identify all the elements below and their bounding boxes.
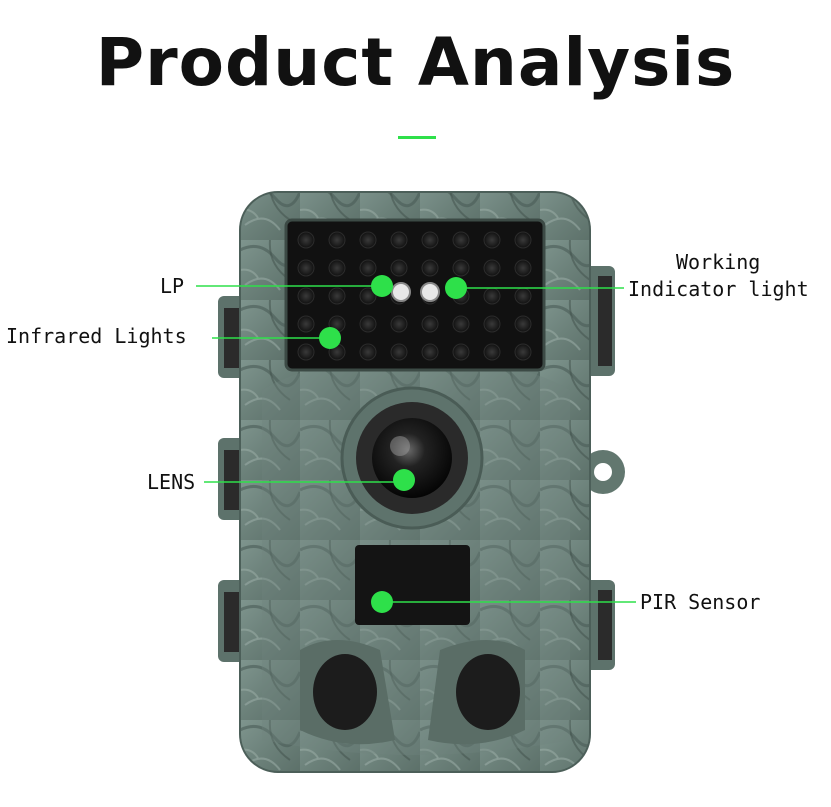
infrared-led [483,287,501,305]
callout-label-infrared-lights: Infrared Lights [6,324,187,348]
infrared-led [390,231,408,249]
infrared-led-grid [297,231,532,361]
infrared-led [421,315,439,333]
pir-sensor-window [355,545,470,625]
infrared-led [390,315,408,333]
infrared-led [390,343,408,361]
infrared-led [452,343,470,361]
infrared-led [359,287,377,305]
callout-dot-working-indicator [445,277,467,299]
infrared-panel [284,218,546,372]
infrared-led [421,343,439,361]
infrared-led [421,259,439,277]
infrared-led [421,231,439,249]
callout-dot-lens [393,469,415,491]
callout-dot-lp [371,275,393,297]
indicator-led [420,282,440,302]
infrared-led [514,231,532,249]
infrared-led [297,287,315,305]
infrared-led [359,259,377,277]
infrared-led [483,315,501,333]
infrared-led [297,231,315,249]
title-underline [398,136,436,139]
infrared-led [328,287,346,305]
infrared-led [514,287,532,305]
page-title: Product Analysis [95,24,736,101]
infrared-led [297,259,315,277]
infrared-led [328,231,346,249]
callout-label-lp: LP [160,274,185,298]
infrared-led [297,343,315,361]
left-foot-pad [313,654,377,730]
callout-dot-infrared-lights [319,327,341,349]
infrared-led [452,259,470,277]
right-foot-pad [456,654,520,730]
infrared-led [483,231,501,249]
lens-glass [372,418,452,498]
callout-label-lens: LENS [147,470,196,494]
callout-label-working-line2: Indicator light [628,277,809,301]
infrared-led [359,315,377,333]
infrared-led [359,231,377,249]
lp-led [391,282,411,302]
infrared-led [514,315,532,333]
callout-markers [196,275,636,613]
infrared-led [359,343,377,361]
callout-label-working-line1: Working [676,250,761,274]
infrared-led [328,259,346,277]
infrared-led [452,231,470,249]
infrared-led [514,259,532,277]
infrared-led [452,315,470,333]
infrared-led [297,315,315,333]
infrared-led [483,343,501,361]
callout-dot-pir-sensor [371,591,393,613]
infrared-led [514,343,532,361]
callout-label-pir-sensor: PIR Sensor [640,590,761,614]
infrared-led [483,259,501,277]
infrared-led [390,259,408,277]
